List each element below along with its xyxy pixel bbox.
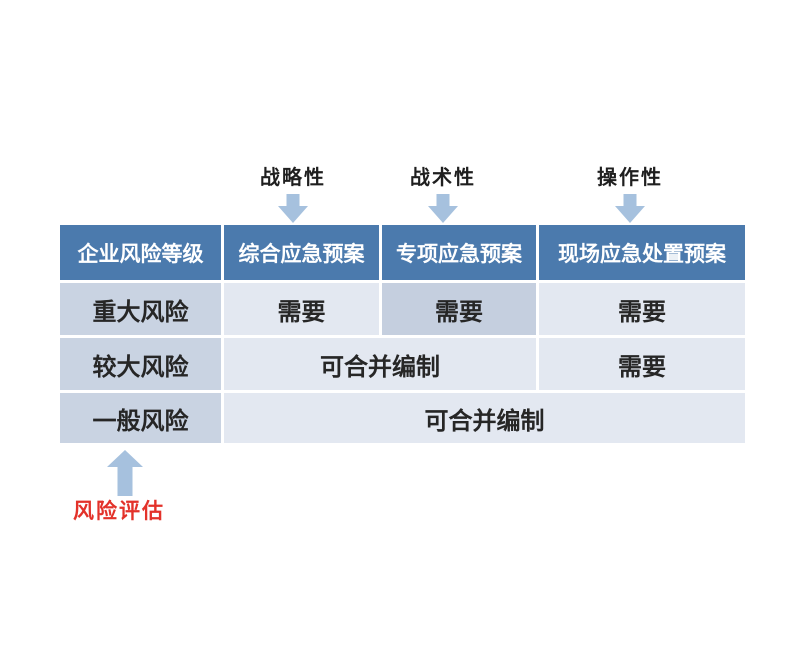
pointer-group-strategic: 战略性 [260,161,326,224]
strategic-label: 战略性 [260,167,326,189]
cell-major-special: 需要 [382,283,536,335]
pointer-group-operational: 操作性 [597,161,663,224]
header-onsite-plan: 现场应急处置预案 [539,225,745,280]
operational-label: 操作性 [597,167,663,189]
risk-assessment-label: 风险评估 [73,500,165,523]
cell-major-comprehensive: 需要 [224,283,379,335]
risk-level-larger: 较大风险 [60,338,221,390]
risk-level-major: 重大风险 [60,283,221,335]
up-arrow-wrap [107,450,143,496]
risk-level-general: 一般风险 [60,393,221,443]
header-risk-level: 企业风险等级 [60,225,221,280]
cell-general-merged: 可合并编制 [224,393,745,443]
down-arrow-icon [278,194,308,223]
cell-larger-onsite: 需要 [539,338,745,390]
cell-major-onsite: 需要 [539,283,745,335]
header-special-plan: 专项应急预案 [382,225,536,280]
up-arrow-icon [107,450,143,496]
header-comprehensive-plan: 综合应急预案 [224,225,379,280]
tactical-label: 战术性 [410,167,476,189]
down-arrow-icon [615,194,645,223]
cell-larger-merged: 可合并编制 [224,338,536,390]
plan-requirement-table: 企业风险等级 综合应急预案 专项应急预案 现场应急处置预案 重大风险 需要 需要… [60,225,745,443]
down-arrow-icon [428,194,458,223]
pointer-group-tactical: 战术性 [410,161,476,224]
